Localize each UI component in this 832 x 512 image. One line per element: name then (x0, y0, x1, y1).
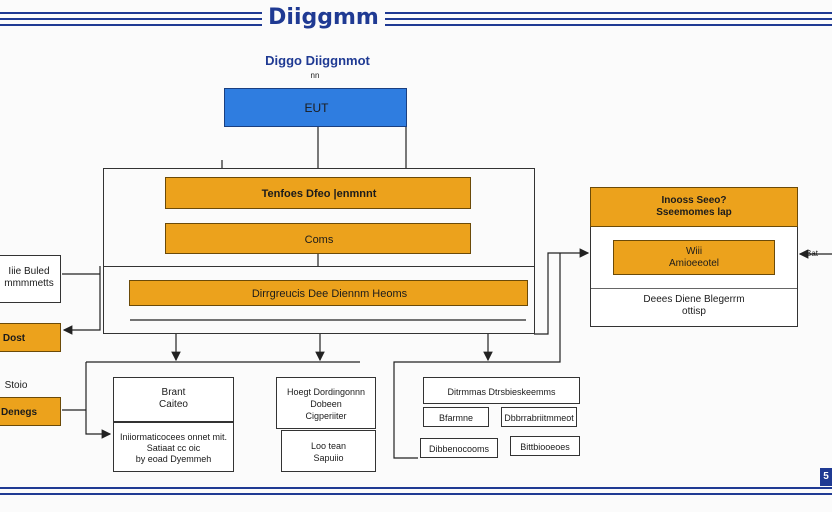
right-arrow-label: Bat (806, 249, 819, 258)
page-title: Diiggmm (268, 5, 379, 30)
bottom-box-3-header-label: Ditrmmas Dtrsbieskeemms (447, 387, 556, 397)
right-panel-inner: Wiii Amioeeotel (613, 240, 775, 275)
main-row-3-label: Dirrgreucis Dee Diennm Heoms (251, 288, 408, 300)
main-row-1-label: Tenfoes Dfeo |enmnnt (261, 188, 377, 200)
header-rule-right (385, 12, 832, 14)
bottom-box-3-row1a: Bfarmne (423, 407, 489, 427)
bottom-box-3-row1b: Dbbrrabriitmmeot (501, 407, 577, 427)
bottom-box-1-bottom-label: Iniiormaticocees onnet mit. Satiaat cc o… (119, 432, 228, 464)
header-rule-right-2 (385, 18, 832, 20)
main-panel-divider (103, 266, 535, 267)
right-panel-footer-label: Deees Diene Blegerrm ottisp (643, 294, 745, 317)
header-bar: Diiggmm (0, 0, 832, 36)
corner-badge: 5 (820, 468, 832, 486)
bottom-box-1-top-label: Brant Caiteo (159, 387, 188, 410)
main-row-3: Dirrgreucis Dee Diennm Heoms (129, 280, 528, 306)
left-item-2: Dost (0, 323, 61, 352)
bottom-box-3-row2b-label: Bittbiooeoes (520, 442, 570, 452)
right-panel-header-label: Inooss Seeo? Sseemomes lap (656, 195, 732, 218)
bottom-box-3: Ditrmmas Dtrsbieskeemms (423, 377, 580, 404)
header-rule-left-2 (0, 18, 262, 20)
left-item-4: Denegs (0, 397, 61, 426)
bottom-box-3-row1a-label: Bfarmne (438, 413, 473, 423)
main-row-2-label: Coms (304, 234, 334, 246)
bottom-box-2-top-label: Hoegt Dordingonnn Dobeen Cigperiiter (286, 387, 366, 421)
bottom-box-1-top: Brant Caiteo (113, 377, 234, 422)
left-item-3-label: Stoio (4, 380, 28, 391)
top-node: EUT (224, 88, 407, 127)
diagram-subtitle-small: nn (310, 71, 320, 80)
header-rule-left (0, 12, 262, 14)
corner-badge-label: 5 (823, 471, 829, 482)
bottom-box-2-bottom: Loo tean Sapuiio (281, 430, 376, 472)
right-panel-header: Inooss Seeo? Sseemomes lap (590, 187, 798, 227)
right-panel-divider (591, 288, 797, 289)
bottom-box-3-row2a-label: Dibbenocooms (428, 444, 490, 454)
right-panel: Inooss Seeo? Sseemomes lap Wiii Amioeeot… (590, 187, 798, 327)
bottom-box-1-bottom: Iniiormaticocees onnet mit. Satiaat cc o… (113, 422, 234, 472)
bottom-box-3-row2a: Dibbenocooms (420, 438, 498, 458)
bottom-box-2-bottom-label: Loo tean Sapuiio (310, 441, 347, 463)
bottom-box-3-row1b-label: Dbbrrabriitmmeot (504, 413, 574, 423)
main-row-2: Coms (165, 223, 471, 254)
diagram-subtitle: Diggo Diiggnmot (265, 53, 370, 68)
main-row-1: Tenfoes Dfeo |enmnnt (165, 177, 471, 209)
bottom-box-3-row2b: Bittbiooeoes (510, 436, 580, 456)
left-item-2-label: Dost (2, 333, 26, 344)
top-node-label: EUT (304, 101, 329, 115)
right-panel-inner-label: Wiii Amioeeotel (668, 246, 720, 269)
bottom-box-2-top: Hoegt Dordingonnn Dobeen Cigperiiter (276, 377, 376, 429)
left-item-4-label: Denegs (0, 407, 38, 418)
left-item-1: Iiie Buled mmmmetts (0, 255, 61, 303)
header-rule-right-3 (385, 24, 832, 26)
left-item-1-label: Iiie Buled mmmmetts (4, 266, 54, 289)
main-panel (103, 168, 535, 334)
header-rule-left-3 (0, 24, 262, 26)
